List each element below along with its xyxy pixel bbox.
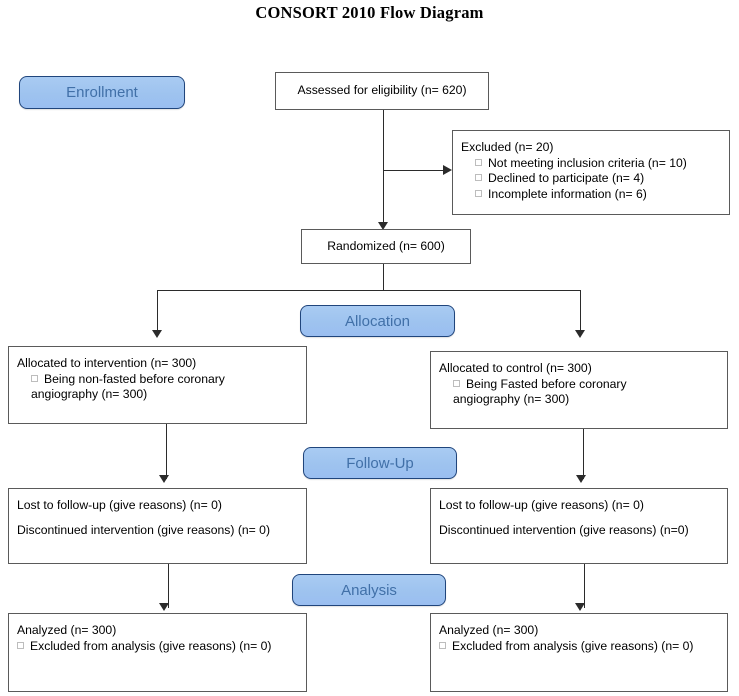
excluded-item: Incomplete information (n= 6) xyxy=(461,187,721,203)
stage-badge-followup: Follow-Up xyxy=(303,447,457,479)
stage-badge-analysis: Analysis xyxy=(292,574,446,606)
bullet-square-icon xyxy=(439,641,446,649)
box-excluded: Excluded (n= 20) Not meeting inclusion c… xyxy=(452,130,730,215)
analysis-left-bullet: Excluded from analysis (give reasons) (n… xyxy=(17,639,298,655)
analysis-right-heading: Analyzed (n= 300) xyxy=(439,623,539,637)
bullet-square-icon xyxy=(475,189,482,197)
stage-badge-enrollment-label: Enrollment xyxy=(66,84,138,101)
followup-left-line1: Lost to follow-up (give reasons) (n= 0) xyxy=(17,498,222,512)
allocated-intervention-bullet-cont: angiography (n= 300) xyxy=(31,387,148,401)
connector-followup-to-analysis-left xyxy=(168,564,169,608)
connector-randomized-down xyxy=(383,264,384,290)
allocated-control-heading: Allocated to control (n= 300) xyxy=(439,361,592,375)
box-followup-right: Lost to follow-up (give reasons) (n= 0) … xyxy=(430,488,728,564)
connector-allocation-to-followup-right xyxy=(583,429,584,479)
stage-badge-followup-label: Follow-Up xyxy=(346,454,414,472)
allocated-intervention-bullet: Being non-fasted before coronary xyxy=(17,372,298,388)
arrowhead-randomized xyxy=(378,222,388,230)
arrowhead-followup-right xyxy=(576,475,586,483)
allocated-intervention-heading: Allocated to intervention (n= 300) xyxy=(17,356,197,370)
box-allocated-intervention: Allocated to intervention (n= 300) Being… xyxy=(8,346,307,424)
page-title: CONSORT 2010 Flow Diagram xyxy=(255,3,484,22)
arrowhead-analysis-right xyxy=(575,603,585,611)
allocated-control-bullet: Being Fasted before coronary xyxy=(439,377,719,393)
arrowhead-followup-left xyxy=(159,475,169,483)
box-randomized: Randomized (n= 600) xyxy=(301,229,471,264)
box-assessed-for-eligibility: Assessed for eligibility (n= 620) xyxy=(275,72,489,110)
excluded-item: Not meeting inclusion criteria (n= 10) xyxy=(461,156,721,172)
connector-split-left xyxy=(157,290,158,336)
analysis-left-heading: Analyzed (n= 300) xyxy=(17,623,117,637)
bullet-square-icon xyxy=(453,379,460,387)
box-analysis-right: Analyzed (n= 300) Excluded from analysis… xyxy=(430,613,728,692)
randomized-text: Randomized (n= 600) xyxy=(327,238,445,253)
bullet-square-icon xyxy=(31,374,38,382)
assessed-text: Assessed for eligibility (n= 620) xyxy=(297,83,467,98)
arrowhead-analysis-left xyxy=(159,603,169,611)
connector-followup-to-analysis-right xyxy=(584,564,585,608)
followup-right-line1: Lost to follow-up (give reasons) (n= 0) xyxy=(439,498,644,512)
excluded-heading: Excluded (n= 20) xyxy=(461,140,554,154)
stage-badge-analysis-label: Analysis xyxy=(341,581,397,599)
box-allocated-control: Allocated to control (n= 300) Being Fast… xyxy=(430,351,728,429)
followup-right-line2: Discontinued intervention (give reasons)… xyxy=(439,522,689,537)
analysis-right-bullet: Excluded from analysis (give reasons) (n… xyxy=(439,639,719,655)
stage-badge-allocation: Allocation xyxy=(300,305,455,337)
connector-allocation-to-followup-left xyxy=(166,424,167,479)
box-followup-left: Lost to follow-up (give reasons) (n= 0) … xyxy=(8,488,307,564)
connector-assessed-to-randomized xyxy=(383,110,384,228)
stage-badge-allocation-label: Allocation xyxy=(344,312,411,330)
followup-left-line2: Discontinued intervention (give reasons)… xyxy=(17,522,271,537)
connector-split-bar xyxy=(157,290,581,291)
excluded-item: Declined to participate (n= 4) xyxy=(461,171,721,187)
stage-badge-enrollment: Enrollment xyxy=(19,76,185,109)
spacer xyxy=(439,514,719,523)
box-analysis-left: Analyzed (n= 300) Excluded from analysis… xyxy=(8,613,307,692)
bullet-square-icon xyxy=(475,174,482,181)
bullet-square-icon xyxy=(475,158,482,166)
allocated-control-bullet-cont: angiography (n= 300) xyxy=(453,392,570,406)
spacer xyxy=(17,514,298,523)
arrowhead-allocation-right xyxy=(575,330,585,338)
arrowhead-allocation-left xyxy=(152,330,162,338)
connector-split-right xyxy=(580,290,581,336)
arrowhead-excluded xyxy=(443,165,452,175)
connector-to-excluded xyxy=(383,170,444,171)
bullet-square-icon xyxy=(17,641,24,649)
